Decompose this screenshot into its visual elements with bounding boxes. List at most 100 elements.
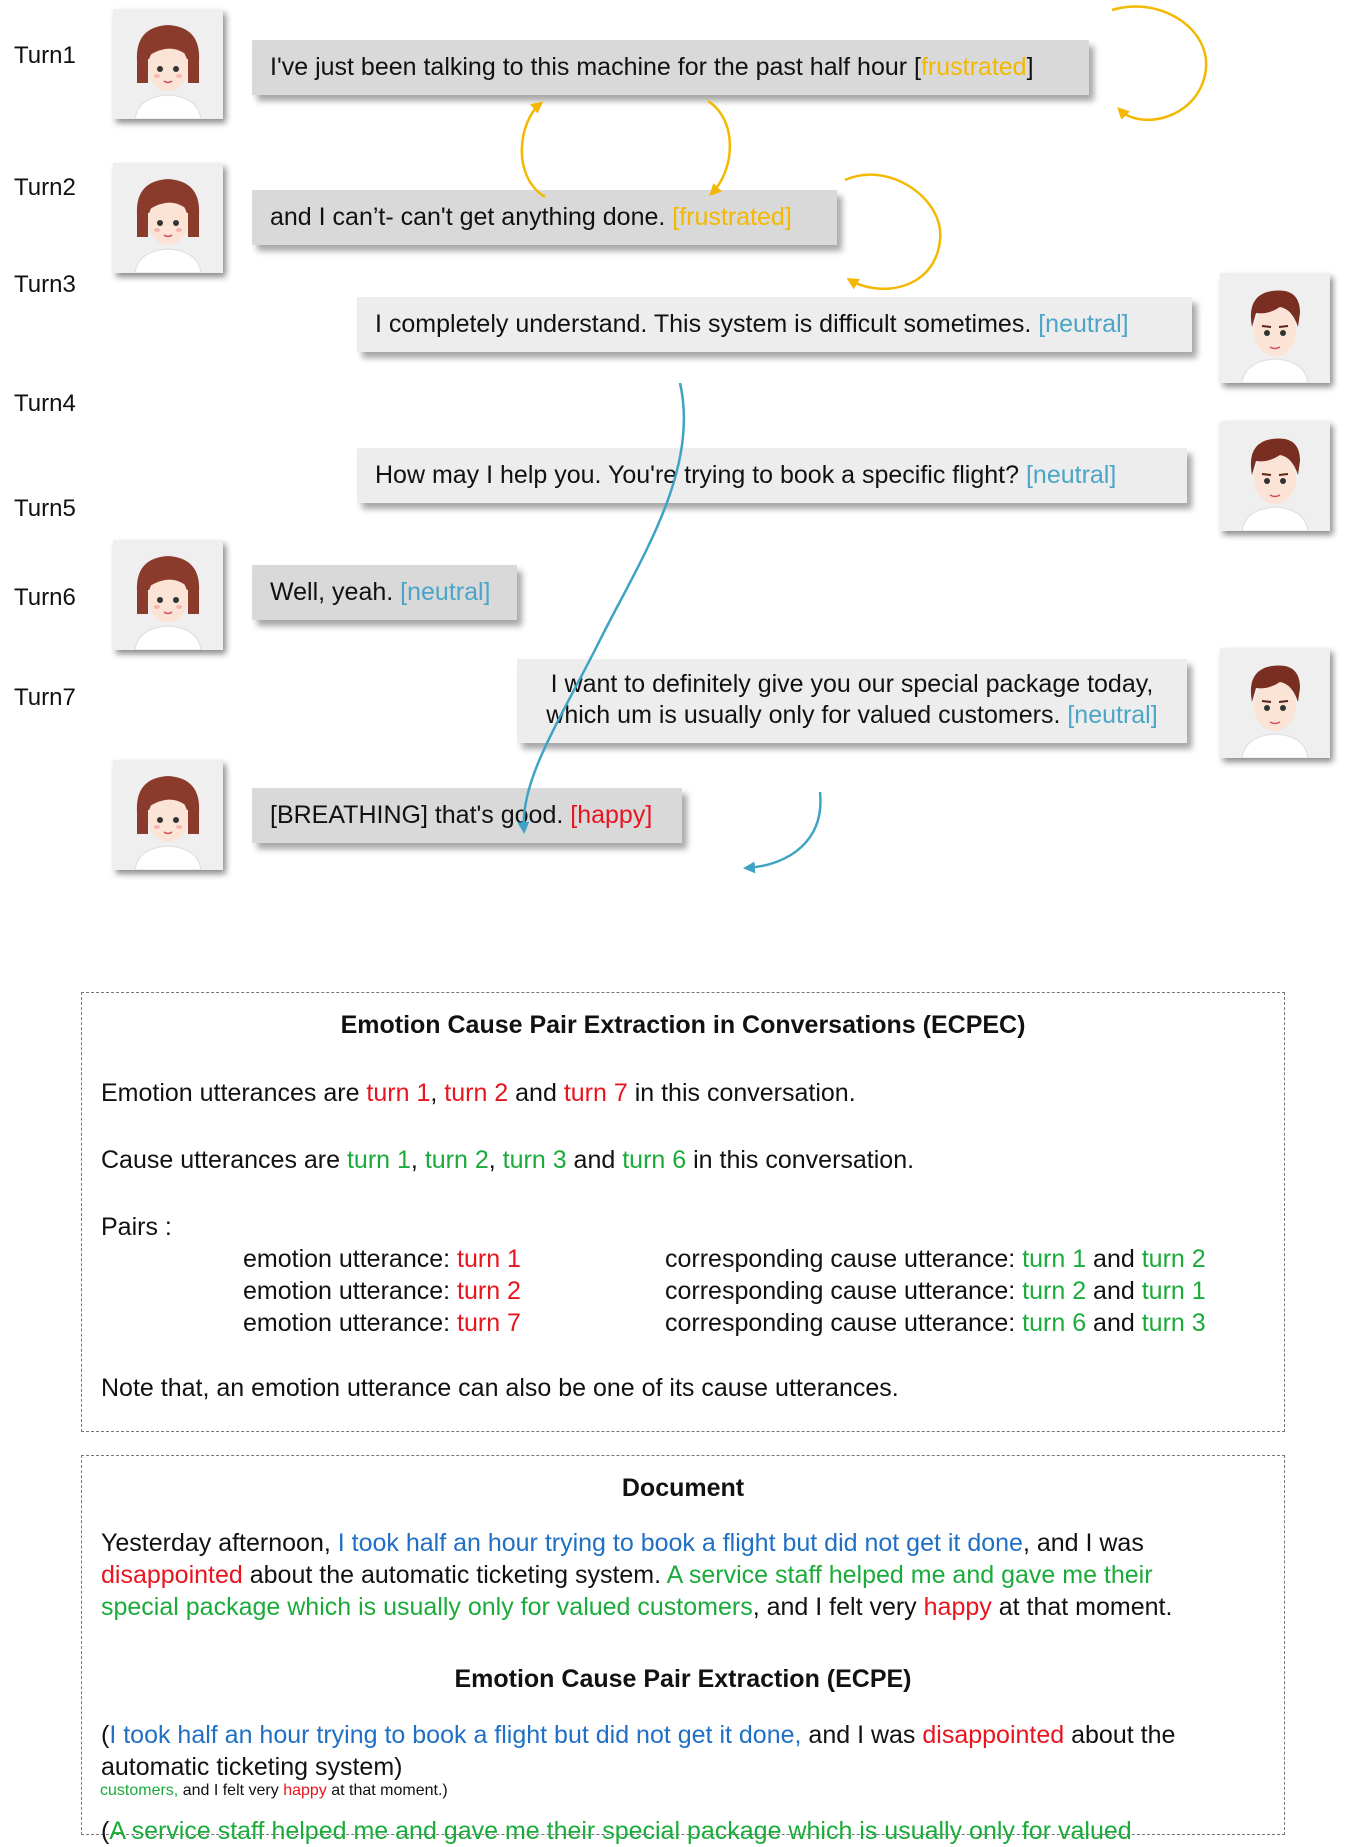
- text: about the: [1064, 1721, 1176, 1749]
- emotion-tag: [frustrated]: [672, 203, 792, 231]
- emotion-tag: [neutral]: [1038, 310, 1129, 338]
- text: (: [101, 1721, 110, 1749]
- emotion-tag: frustrated: [920, 53, 1027, 81]
- ecpec-title: Emotion Cause Pair Extraction in Convers…: [340, 1011, 1026, 1039]
- arrow-turn2-to-turn1: [520, 101, 546, 199]
- text: Cause utterances are: [101, 1146, 347, 1174]
- male-avatar-icon: [1220, 273, 1330, 383]
- pairs-label: Pairs :: [101, 1213, 172, 1241]
- utterance-bubble-turn2: and I can’t- can't get anything done. [f…: [252, 190, 837, 245]
- utterance-text: which um is usually only for valued cust…: [546, 701, 1068, 729]
- arrow-turn1-to-turn2: [707, 99, 731, 196]
- utterance-text: How may I help you. You're trying to boo…: [375, 461, 1026, 489]
- cause-turn: turn 1: [346, 1146, 411, 1174]
- male-avatar-icon: [1220, 421, 1330, 531]
- bracket-open: [: [914, 53, 921, 81]
- text: and I felt very: [178, 1782, 284, 1799]
- cause-clause: special package which is usually only fo…: [101, 1593, 753, 1621]
- turn-label: Turn5: [14, 495, 76, 522]
- text: and: [566, 1146, 623, 1174]
- text: (: [101, 1817, 110, 1845]
- document-line-3: special package which is usually only fo…: [101, 1591, 1172, 1623]
- utterance-bubble-turn6: I want to definitely give you our specia…: [517, 659, 1187, 743]
- cause-clause: A service staff helped me and gave me th…: [666, 1561, 1153, 1589]
- cause-turn: turn 2: [1022, 1277, 1087, 1305]
- pair-cause: corresponding cause utterance: turn 2 an…: [665, 1275, 1206, 1307]
- emotion-clause: disappointed: [922, 1721, 1065, 1749]
- utterance-bubble-turn3: I completely understand. This system is …: [357, 297, 1192, 352]
- cause-turn: turn 6: [622, 1146, 687, 1174]
- arrow-turn3-to-turn7: [517, 382, 686, 834]
- arrow-turn1-self: [1111, 5, 1208, 122]
- emotion-utterances-line: Emotion utterances are turn 1, turn 2 an…: [101, 1077, 856, 1109]
- emotion-tag: [neutral]: [1025, 461, 1117, 489]
- text: Emotion utterances are: [101, 1079, 367, 1107]
- pair-cause: corresponding cause utterance: turn 1 an…: [665, 1243, 1206, 1275]
- text: and: [508, 1079, 564, 1107]
- ecpe-pair-1: (I took half an hour trying to book a fl…: [101, 1719, 1175, 1751]
- utterance-text: and I can’t- can't get anything done.: [270, 203, 673, 231]
- emotion-clause: happy: [923, 1593, 992, 1621]
- utterance-bubble-turn1: I've just been talking to this machine f…: [252, 40, 1089, 95]
- utterance-text: I've just been talking to this machine f…: [270, 53, 915, 81]
- text: corresponding cause utterance:: [665, 1309, 1023, 1337]
- text: , and I was: [1022, 1529, 1144, 1557]
- cause-clause: A service staff helped me and gave me th…: [109, 1817, 1132, 1845]
- arrow-turn2-self: [844, 173, 942, 290]
- document-title: Document: [621, 1474, 745, 1502]
- pair-emotion: emotion utterance: turn 2: [243, 1275, 521, 1307]
- emotion-turn: turn 7: [457, 1309, 521, 1337]
- cause-arrows: [517, 5, 1208, 874]
- emotion-turn: turn 7: [563, 1079, 628, 1107]
- text: corresponding cause utterance:: [665, 1277, 1023, 1305]
- document-box: Document Yesterday afternoon, I took hal…: [81, 1455, 1285, 1845]
- ecpec-note: Note that, an emotion utterance can also…: [101, 1374, 899, 1402]
- ecpe-pair-2-cont: customers, and I felt very happy at that…: [100, 1782, 448, 1800]
- cause-turn: turn 2: [424, 1146, 489, 1174]
- cause-clause: I took half an hour trying to book a fli…: [109, 1721, 802, 1749]
- ecpe-title: Emotion Cause Pair Extraction (ECPE): [454, 1665, 912, 1693]
- turn-label: Turn6: [14, 584, 76, 611]
- text: at that moment.): [326, 1782, 448, 1799]
- text: corresponding cause utterance:: [665, 1245, 1023, 1273]
- cause-utterances-line: Cause utterances are turn 1, turn 2, tur…: [101, 1144, 914, 1176]
- emotion-clause: disappointed: [101, 1561, 243, 1589]
- cause-turn: turn 1: [1022, 1245, 1087, 1273]
- text: and: [1086, 1277, 1142, 1305]
- text: in this conversation.: [627, 1079, 856, 1107]
- emotion-tag: [neutral]: [1067, 701, 1158, 729]
- text: ,: [430, 1079, 445, 1107]
- text: ,: [488, 1146, 503, 1174]
- turn-label: Turn7: [14, 684, 76, 711]
- female-avatar-icon: [113, 540, 223, 650]
- turn-label: Turn2: [14, 174, 76, 201]
- emotion-turn: turn 2: [444, 1079, 509, 1107]
- male-avatar-icon: [1220, 648, 1330, 758]
- document-line-2: disappointed about the automatic ticketi…: [101, 1559, 1153, 1591]
- bracket-close: ]: [1026, 53, 1034, 81]
- text: Yesterday afternoon,: [101, 1529, 338, 1557]
- emotion-tag: [happy]: [570, 801, 653, 829]
- ecpe-pair-2: (A service staff helped me and gave me t…: [101, 1815, 1132, 1847]
- ecpe-pair-1-cont: automatic ticketing system): [101, 1753, 403, 1781]
- emotion-turn: turn 1: [366, 1079, 431, 1107]
- cause-turn: turn 1: [1141, 1277, 1206, 1305]
- cause-turn: turn 3: [1141, 1309, 1206, 1337]
- utterance-bubble-turn5: Well, yeah. [neutral]: [252, 565, 517, 620]
- text: in this conversation.: [686, 1146, 915, 1174]
- utterance-text: [BREATHING] that's good.: [270, 801, 571, 829]
- cause-turn: turn 2: [1141, 1245, 1206, 1273]
- female-avatar-icon: [113, 9, 223, 119]
- cause-clause: customers,: [100, 1782, 179, 1799]
- utterance-bubble-turn4: How may I help you. You're trying to boo…: [357, 448, 1187, 503]
- turn-label: Turn1: [14, 42, 76, 69]
- text: emotion utterance:: [243, 1245, 458, 1273]
- female-avatar-icon: [113, 760, 223, 870]
- document-line-1: Yesterday afternoon, I took half an hour…: [101, 1527, 1144, 1559]
- emotion-turn: turn 2: [457, 1277, 521, 1305]
- text: emotion utterance:: [243, 1309, 458, 1337]
- text: about the automatic ticketing system.: [242, 1561, 667, 1589]
- utterance-text: I completely understand. This system is …: [375, 310, 1039, 338]
- utterance-bubble-turn7: [BREATHING] that's good. [happy]: [252, 788, 682, 843]
- emotion-clause: happy: [283, 1782, 327, 1799]
